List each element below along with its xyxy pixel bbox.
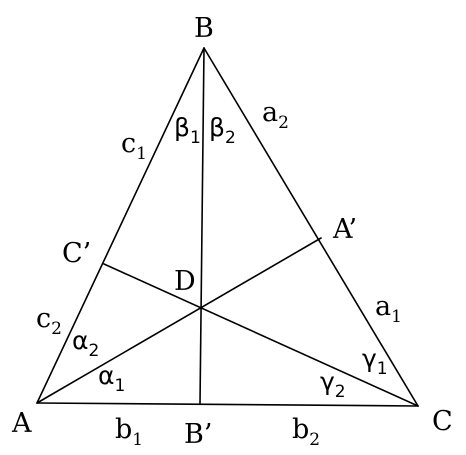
side-ac: [36, 402, 419, 407]
segment-label-b1: b1: [115, 414, 143, 450]
segment-label-a1: a1: [375, 291, 402, 327]
cevian-a-aprime: [36, 237, 322, 404]
segment-label-b2: b2: [292, 414, 320, 450]
angle-label-alpha2: α2: [72, 326, 99, 361]
segment-label-a2: a2: [262, 97, 289, 133]
angle-label-alpha1: α1: [98, 361, 125, 396]
point-label-a-prime: A’: [332, 214, 357, 245]
point-label-b-prime: B’: [184, 419, 212, 450]
angle-label-gamma2: γ2: [320, 367, 346, 402]
vertex-label-c: C: [432, 406, 453, 437]
point-label-c-prime: C’: [62, 238, 91, 269]
angle-label-beta1: β1: [174, 113, 201, 148]
side-bc: [203, 47, 419, 407]
side-ab: [36, 47, 205, 404]
point-label-d: D: [174, 266, 196, 297]
cevian-c-cprime: [103, 263, 419, 407]
angle-label-gamma1: γ1: [362, 344, 388, 379]
cevian-b-bprime: [199, 47, 205, 405]
vertex-label-a: A: [11, 408, 32, 439]
segment-label-c2: c2: [36, 303, 62, 339]
vertex-label-b: B: [194, 13, 214, 44]
angle-label-beta2: β2: [209, 113, 236, 148]
segment-label-c1: c1: [121, 128, 147, 164]
